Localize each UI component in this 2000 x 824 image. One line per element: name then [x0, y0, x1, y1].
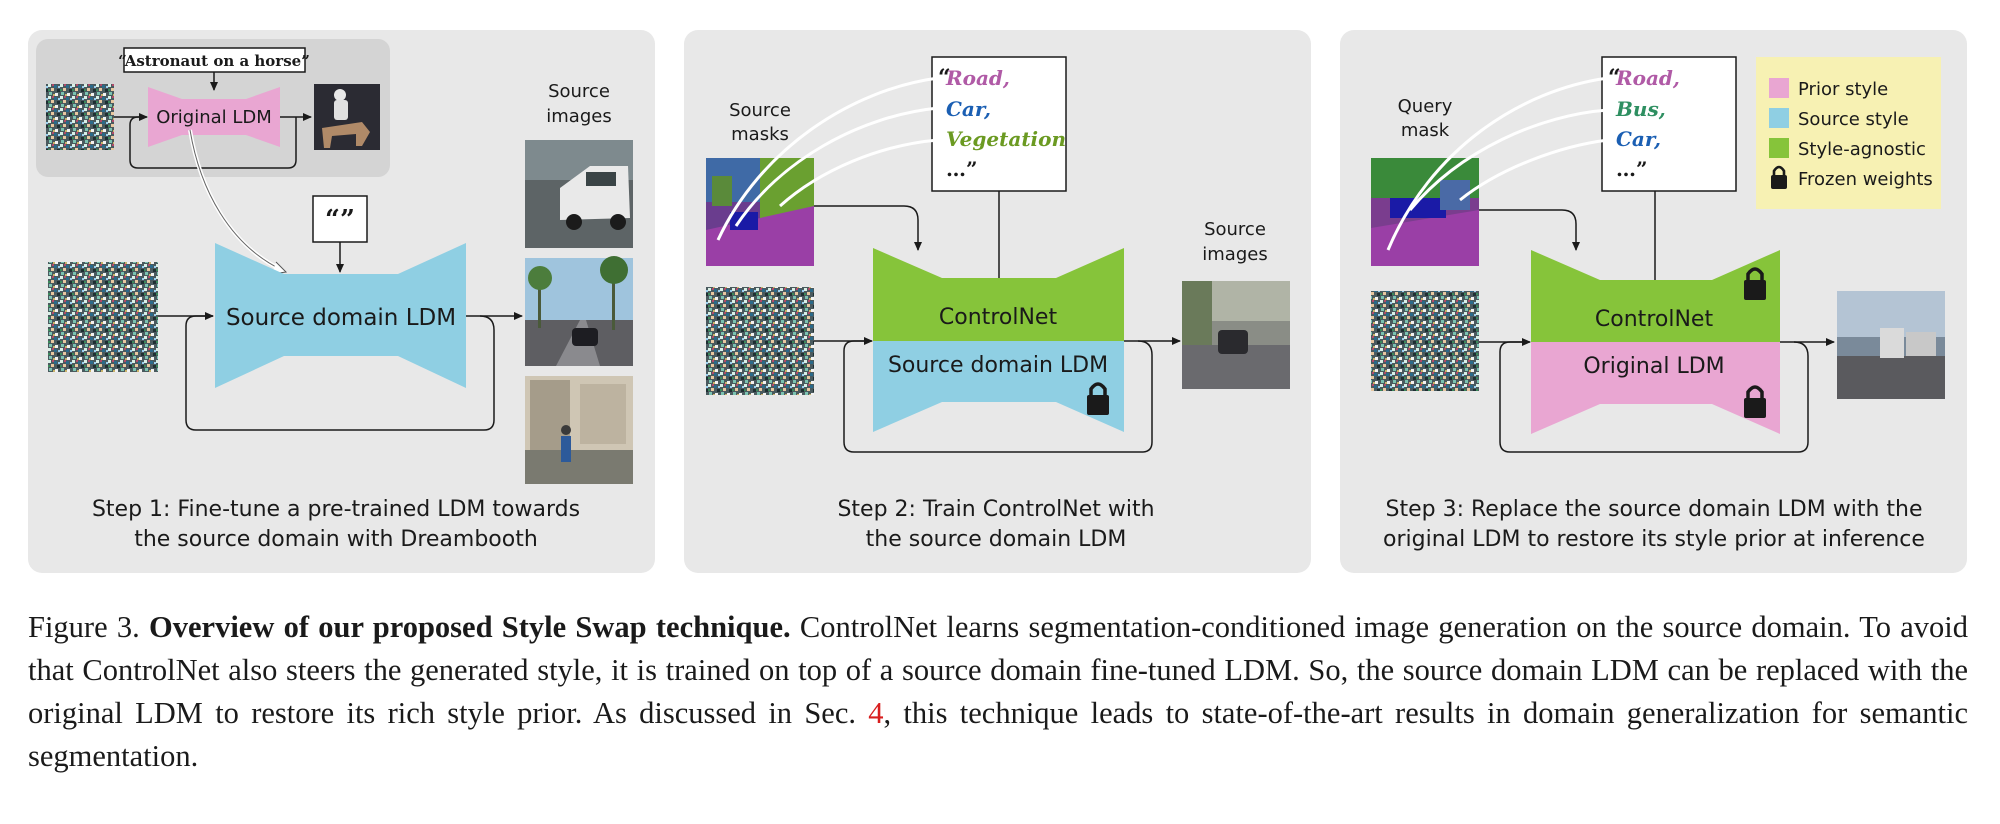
step2-source-image [1182, 281, 1290, 389]
step3-original-ldm-label: Original LDM [1583, 354, 1724, 379]
source-image-street [525, 256, 633, 366]
caption-prefix: Figure 3. [28, 610, 150, 644]
step1-prompt: “Astronaut on a horse” [118, 52, 310, 70]
legend-swatch-style-agnostic [1769, 138, 1789, 158]
step3-caption-line2: original LDM to restore its style prior … [1383, 527, 1925, 552]
legend-label-frozen-weights: Frozen weights [1798, 169, 1933, 190]
step1-caption-line1: Step 1: Fine-tune a pre-trained LDM towa… [92, 497, 580, 522]
step2-prompt-box [931, 56, 1067, 192]
step3-prompt-close: …” [1616, 157, 1648, 181]
step1-original-ldm-label: Original LDM [156, 107, 272, 128]
step1-source-images-label-2: images [546, 106, 611, 127]
figure-caption: Figure 3. Overview of our proposed Style… [28, 606, 1968, 778]
caption-body-2: , this technique leads to state-of-the-a… [28, 696, 1968, 773]
step2-controlnet-label: ControlNet [939, 305, 1058, 330]
step2-prompt-vegetation: Vegetation [946, 127, 1066, 151]
step3-prompt-bus: Bus, [1615, 97, 1666, 121]
step3-query-mask-label-1: Query [1398, 96, 1453, 117]
step1-empty-prompt-box [312, 195, 368, 243]
step1-noise-small [46, 84, 114, 150]
caption-section-ref-link[interactable]: 4 [868, 696, 884, 730]
step2-controlnet-shape [873, 248, 1124, 341]
step3-prompt-open: “ [1608, 65, 1621, 91]
step3-query-mask-label-2: mask [1401, 120, 1450, 141]
legend-label-style-agnostic: Style-agnostic [1798, 139, 1926, 160]
step2-prompt-car: Car, [946, 97, 991, 121]
legend-label-source-style: Source style [1798, 109, 1909, 130]
step1-source-domain-ldm-label: Source domain LDM [226, 305, 456, 331]
step2-prompt-road: Road, [945, 66, 1010, 90]
caption-title: Overview of our proposed Style Swap tech… [149, 610, 791, 644]
legend-swatch-source-style [1769, 108, 1789, 128]
step3-prompt-box [1601, 56, 1737, 192]
step2-source-domain-ldm-shape [873, 341, 1124, 432]
step2-prompt-close: …” [946, 157, 978, 181]
step2-prompt-open: “ [938, 65, 951, 91]
step1-original-ldm-shape [148, 87, 280, 147]
step3-controlnet-shape [1531, 250, 1780, 342]
legend-swatch-prior-style [1769, 78, 1789, 98]
step2-caption-line2: the source domain LDM [866, 527, 1127, 552]
step1-caption-line2: the source domain with Dreambooth [134, 527, 538, 552]
step2-source-masks-label-1: Source [729, 100, 791, 121]
caption-body-1: ControlNet learns segmentation-condition… [28, 610, 1968, 730]
step3-output-image [1837, 291, 1945, 399]
step2-source-images-label-1: Source [1204, 219, 1266, 240]
step1-source-domain-ldm-shape [215, 243, 466, 388]
step1-empty-prompt: “” [325, 205, 355, 235]
step1-noise-large [48, 262, 158, 372]
legend-label-prior-style: Prior style [1798, 79, 1888, 100]
step2-noise [706, 287, 814, 395]
step3-noise [1371, 291, 1479, 391]
astronaut-image [314, 84, 380, 150]
step2-source-domain-ldm-label: Source domain LDM [888, 353, 1108, 378]
step2-source-masks-label-2: masks [731, 124, 789, 145]
step2-caption-line1: Step 2: Train ControlNet with [837, 497, 1154, 522]
step3-caption-line1: Step 3: Replace the source domain LDM wi… [1386, 497, 1923, 522]
source-image-pedestrian [525, 376, 633, 484]
step3-controlnet-lock-icon [1744, 267, 1766, 300]
step3-prompt-car: Car, [1616, 127, 1661, 151]
step3-original-ldm-shape [1531, 342, 1780, 434]
step3-prompt-road: Road, [1615, 66, 1680, 90]
step2-lock-icon [1087, 382, 1109, 415]
step1-prompt-box [123, 47, 306, 73]
legend-lock-icon [1771, 165, 1787, 189]
step3-controlnet-label: ControlNet [1595, 307, 1714, 332]
step2-source-images-label-2: images [1202, 244, 1267, 265]
style-swap-diagram: “Astronaut on a horse” Original LDM Sour… [28, 30, 1967, 573]
step1-source-images-label-1: Source [548, 81, 610, 102]
step3-query-mask [1371, 158, 1479, 266]
step3-ldm-lock-icon [1744, 385, 1766, 418]
source-image-jeep [525, 140, 633, 248]
